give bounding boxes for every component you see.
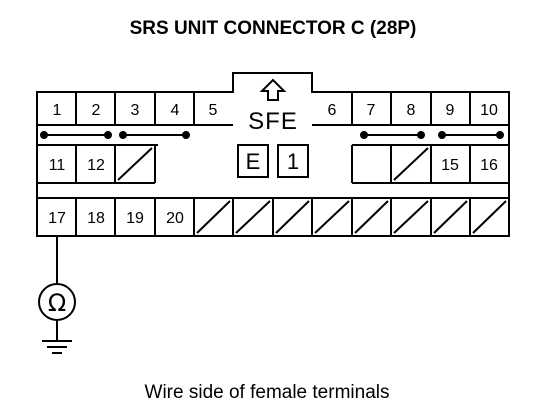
pin-label: 10: [480, 102, 498, 119]
connector-outline: [36, 72, 510, 237]
shorting-bar-icon: [40, 131, 504, 139]
ohm-symbol: Ω: [48, 289, 66, 317]
pin-label: 2: [92, 102, 101, 119]
pin-label: 5: [209, 102, 218, 119]
diagram-title: SRS UNIT CONNECTOR C (28P): [130, 18, 417, 39]
pin-label: 1: [53, 102, 62, 119]
box-1-frame: [277, 144, 309, 178]
empty-cavity-marks: [117, 147, 507, 234]
pin-label: 20: [166, 210, 184, 227]
box-e-frame: [237, 144, 269, 178]
pin-label: 18: [87, 210, 105, 227]
pin-label: 15: [441, 157, 459, 174]
ground-icon: [42, 340, 72, 354]
diagram-caption: Wire side of female terminals: [145, 382, 390, 403]
pin-label: 11: [49, 157, 66, 174]
pin-label: 9: [446, 102, 455, 119]
pin-label: 3: [131, 102, 140, 119]
up-arrow-icon: [259, 78, 287, 101]
pin-label: 4: [171, 102, 180, 119]
pin-label: 16: [480, 157, 498, 174]
pin-label: 19: [126, 210, 144, 227]
pin-label: 17: [48, 210, 66, 227]
key-label: SFE: [248, 108, 298, 135]
ohmmeter-icon: Ω: [38, 283, 76, 321]
pin-label: 12: [87, 157, 105, 174]
pin-label: 8: [407, 102, 416, 119]
box-e-label: E: [246, 149, 261, 174]
pin-label: 7: [367, 102, 376, 119]
pin-label: 6: [328, 102, 337, 119]
box-1-label: 1: [287, 149, 299, 174]
